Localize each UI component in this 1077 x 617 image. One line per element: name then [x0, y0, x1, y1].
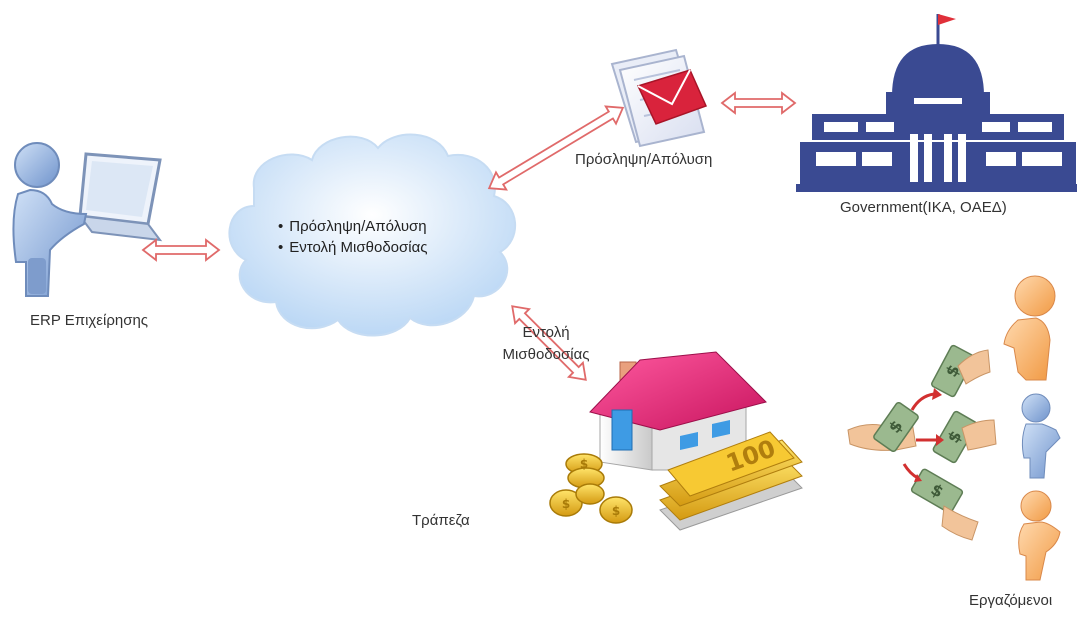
- cloud-item: Εντολή Μισθοδοσίας: [278, 237, 427, 258]
- government-label: Government(IKA, OAEΔ): [840, 199, 1007, 216]
- arrow-document-government: [720, 91, 797, 115]
- bank-house-money-icon: 100 $ $ $: [549, 351, 803, 531]
- cloud-items: Πρόσληψη/Απόλυση Εντολή Μισθοδοσίας: [278, 216, 428, 258]
- arrow-cloud-document: [487, 105, 625, 191]
- svg-text:$: $: [580, 457, 588, 471]
- arrow-cloud-bank: [511, 305, 587, 381]
- bank-label: Τράπεζα: [412, 512, 470, 529]
- svg-text:$: $: [612, 504, 620, 518]
- cloud-item: Πρόσληψη/Απόλυση: [278, 216, 428, 237]
- document-label: Πρόσληψη/Απόλυση: [575, 151, 713, 168]
- user-laptop-icon: [12, 142, 163, 297]
- arrow-erp-cloud: [141, 238, 221, 262]
- government-building-icon: [796, 14, 1077, 192]
- erp-label: ERP Επιχείρησης: [30, 312, 149, 329]
- employees-payment-icon: $ $ $ $: [847, 275, 1061, 581]
- svg-text:$: $: [562, 497, 570, 511]
- employees-label: Εργαζόμενοι: [969, 592, 1053, 609]
- cloud-bank-edge-label: Εντολή Μισθοδοσίας: [502, 324, 590, 363]
- document-mail-icon: [610, 48, 708, 148]
